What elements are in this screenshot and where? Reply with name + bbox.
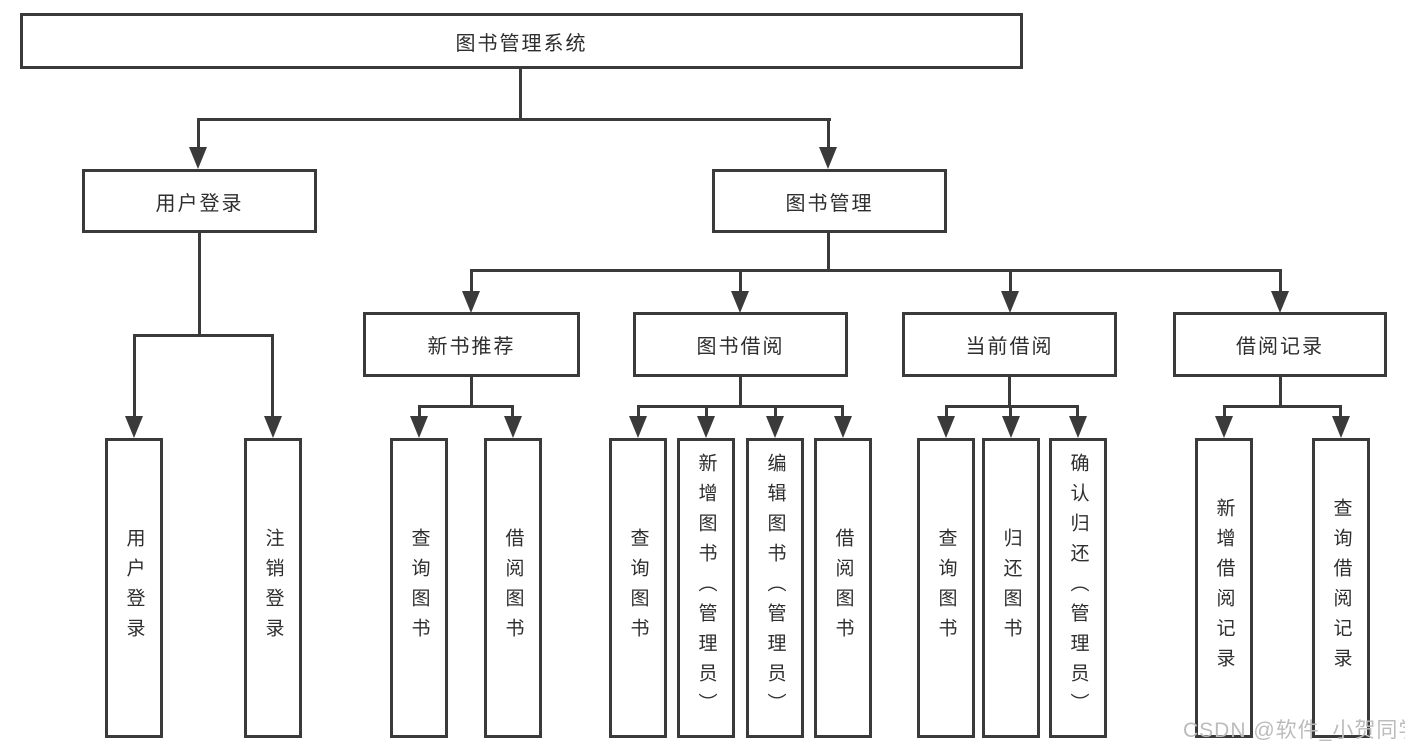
arrowhead-down-icon bbox=[462, 291, 480, 313]
leaf-user-login: 用户登录 bbox=[105, 438, 163, 738]
node-current-borrow-label: 当前借阅 bbox=[965, 336, 1054, 358]
leaf-borrow-book-borrow: 借阅图书 bbox=[814, 438, 872, 738]
connector-drop bbox=[774, 405, 777, 418]
arrowhead-down-icon bbox=[731, 291, 749, 313]
arrowhead-down-icon bbox=[766, 416, 784, 438]
arrowhead-down-icon bbox=[189, 147, 207, 169]
connector-borrow-record-bar bbox=[1223, 405, 1342, 408]
connector-new-book-recommend-stem bbox=[470, 377, 473, 407]
node-current-borrow: 当前借阅 bbox=[902, 312, 1117, 377]
arrowhead-down-icon bbox=[264, 416, 282, 438]
connector-drop-leaf-user-login bbox=[133, 334, 136, 418]
node-root-label: 图书管理系统 bbox=[455, 32, 588, 55]
leaf-query-borrow-record: 查询借阅记录 bbox=[1312, 438, 1370, 738]
leaf-edit-book-admin-label: 编辑图书（管理员） bbox=[764, 453, 786, 723]
arrowhead-down-icon bbox=[1332, 416, 1350, 438]
node-borrow-record-label: 借阅记录 bbox=[1236, 336, 1324, 358]
node-book-management-label: 图书管理 bbox=[785, 192, 874, 215]
arrowhead-down-icon bbox=[1271, 291, 1289, 313]
arrowhead-down-icon bbox=[504, 416, 522, 438]
arrowhead-down-icon bbox=[937, 416, 955, 438]
node-user-login: 用户登录 bbox=[82, 169, 317, 233]
connector-root-bar bbox=[197, 118, 831, 121]
connector-drop bbox=[637, 405, 640, 418]
connector-current-borrow-stem bbox=[1008, 377, 1011, 407]
leaf-borrow-book-recommend-label: 借阅图书 bbox=[502, 528, 524, 648]
connector-book-management-stem bbox=[827, 233, 830, 271]
node-user-login-label: 用户登录 bbox=[155, 192, 244, 215]
arrowhead-down-icon bbox=[834, 416, 852, 438]
connector-drop-leaf-logout bbox=[271, 334, 274, 418]
connector-user-login-stem bbox=[198, 233, 201, 336]
connector-current-borrow-bar bbox=[945, 405, 1079, 408]
leaf-confirm-return-admin-label: 确认归还（管理员） bbox=[1067, 453, 1089, 723]
leaf-borrow-book-recommend: 借阅图书 bbox=[484, 438, 542, 738]
leaf-edit-book-admin: 编辑图书（管理员） bbox=[746, 438, 804, 738]
connector-user-login-bar bbox=[133, 334, 274, 337]
connector-drop-current-borrow bbox=[1009, 269, 1012, 293]
connector-drop bbox=[1339, 405, 1342, 418]
leaf-logout: 注销登录 bbox=[244, 438, 302, 738]
arrowhead-down-icon bbox=[819, 147, 837, 169]
leaf-borrow-book-borrow-label: 借阅图书 bbox=[832, 528, 854, 648]
connector-drop bbox=[705, 405, 708, 418]
csdn-watermark: CSDN @软件_小贺同学 bbox=[1183, 719, 1405, 742]
leaf-query-book-recommend: 查询图书 bbox=[390, 438, 448, 738]
connector-drop bbox=[1076, 405, 1079, 418]
connector-drop bbox=[511, 405, 514, 418]
arrowhead-down-icon bbox=[125, 416, 143, 438]
connector-drop-user-login bbox=[197, 118, 200, 147]
leaf-add-book-admin-label: 新增图书（管理员） bbox=[695, 453, 717, 723]
connector-drop-borrow-record bbox=[1279, 269, 1282, 293]
node-new-book-recommend-label: 新书推荐 bbox=[427, 336, 516, 358]
leaf-query-book-recommend-label: 查询图书 bbox=[408, 528, 430, 648]
leaf-query-book-borrow-label: 查询图书 bbox=[627, 528, 649, 648]
arrowhead-down-icon bbox=[1001, 291, 1019, 313]
leaf-add-borrow-record: 新增借阅记录 bbox=[1195, 438, 1253, 738]
leaf-logout-label: 注销登录 bbox=[262, 528, 284, 648]
arrowhead-down-icon bbox=[629, 416, 647, 438]
connector-book-management-bar bbox=[470, 269, 1282, 272]
connector-drop-book-borrow bbox=[739, 269, 742, 293]
leaf-query-book-current: 查询图书 bbox=[917, 438, 975, 738]
connector-root-stem bbox=[519, 69, 522, 120]
node-root: 图书管理系统 bbox=[20, 13, 1023, 69]
leaf-query-book-borrow: 查询图书 bbox=[609, 438, 667, 738]
arrowhead-down-icon bbox=[1215, 416, 1233, 438]
connector-drop bbox=[945, 405, 948, 418]
connector-drop bbox=[418, 405, 421, 418]
node-borrow-record: 借阅记录 bbox=[1173, 312, 1387, 377]
leaf-query-book-current-label: 查询图书 bbox=[935, 528, 957, 648]
leaf-query-borrow-record-label: 查询借阅记录 bbox=[1330, 498, 1352, 678]
leaf-confirm-return-admin: 确认归还（管理员） bbox=[1049, 438, 1107, 738]
leaf-add-borrow-record-label: 新增借阅记录 bbox=[1213, 498, 1235, 678]
node-book-management: 图书管理 bbox=[712, 169, 947, 233]
arrowhead-down-icon bbox=[1002, 416, 1020, 438]
node-new-book-recommend: 新书推荐 bbox=[363, 312, 580, 377]
node-book-borrow-label: 图书借阅 bbox=[696, 336, 785, 358]
arrowhead-down-icon bbox=[697, 416, 715, 438]
connector-drop bbox=[1009, 405, 1012, 418]
connector-book-borrow-stem bbox=[739, 377, 742, 407]
node-book-borrow: 图书借阅 bbox=[633, 312, 848, 377]
leaf-add-book-admin: 新增图书（管理员） bbox=[677, 438, 735, 738]
leaf-user-login-label: 用户登录 bbox=[123, 528, 145, 648]
arrowhead-down-icon bbox=[410, 416, 428, 438]
connector-drop-book-management bbox=[827, 118, 830, 147]
connector-new-book-recommend-bar bbox=[418, 405, 514, 408]
connector-borrow-record-stem bbox=[1279, 377, 1282, 407]
connector-book-borrow-bar bbox=[637, 405, 844, 408]
leaf-return-book: 归还图书 bbox=[982, 438, 1040, 738]
connector-drop bbox=[1223, 405, 1226, 418]
leaf-return-book-label: 归还图书 bbox=[1000, 528, 1022, 648]
connector-drop-new-book-recommend bbox=[470, 269, 473, 293]
connector-drop bbox=[841, 405, 844, 418]
arrowhead-down-icon bbox=[1069, 416, 1087, 438]
